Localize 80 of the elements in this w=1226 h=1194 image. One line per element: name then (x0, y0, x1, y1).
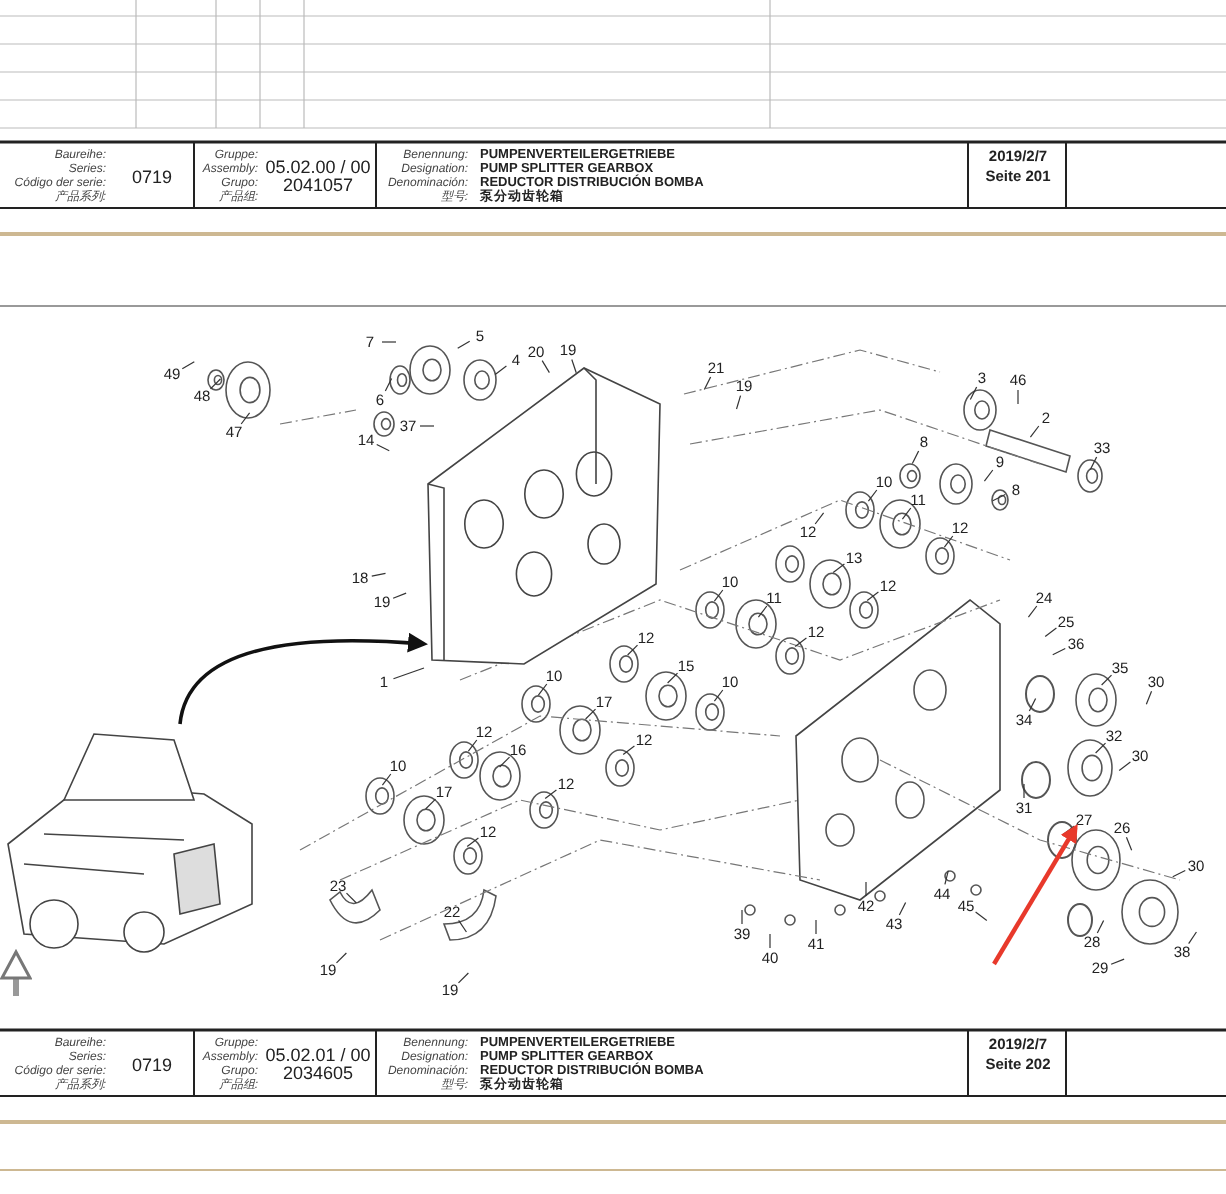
leader-line (969, 386, 978, 401)
field-value: 0719 (131, 169, 173, 187)
leader-line (571, 358, 577, 374)
leader-line (713, 589, 724, 602)
field-value: 05.02.00 / 00 (265, 159, 371, 177)
leader-line (457, 340, 471, 349)
leader-line (376, 443, 390, 452)
leader-line (392, 592, 407, 599)
leader-line (1145, 690, 1153, 705)
leader-line (901, 507, 912, 520)
leader-line (865, 881, 867, 897)
curved-arrow (178, 632, 428, 725)
leader-line (544, 789, 557, 799)
leader-line (541, 359, 550, 374)
leader-line (1118, 761, 1131, 771)
leader-line (458, 919, 468, 933)
leader-line (181, 361, 195, 370)
leader-line (381, 341, 397, 343)
field-value: 2034605 (282, 1065, 354, 1083)
leader-line (457, 972, 469, 984)
leader-line (240, 412, 251, 425)
leader-line (1044, 627, 1057, 637)
leader-line (741, 909, 743, 925)
leader-line (384, 377, 393, 392)
field-value: 2041057 (282, 177, 354, 195)
leader-line (1062, 825, 1075, 835)
leader-line (392, 667, 425, 680)
leader-line (1028, 697, 1037, 712)
leader-line (757, 605, 768, 618)
leader-line (419, 425, 435, 427)
gearbox-housing-drawing (424, 364, 664, 668)
leader-line (815, 919, 817, 935)
leader-line (943, 535, 954, 548)
leader-line (1110, 958, 1125, 965)
leader-line (794, 637, 807, 647)
leader-line (1096, 919, 1105, 934)
leader-line (537, 683, 548, 696)
leader-line (371, 572, 387, 577)
leader-line (1023, 783, 1025, 799)
leader-line (499, 756, 511, 768)
leader-line (983, 469, 994, 482)
leader-line (335, 952, 347, 964)
leader-line (975, 911, 988, 921)
leader-line (466, 837, 479, 847)
leader-line (381, 773, 392, 786)
hollow-arrow (0, 950, 32, 996)
leader-line (209, 378, 221, 390)
leader-line (585, 708, 597, 720)
field-value: 0719 (131, 1057, 173, 1075)
leader-line (425, 798, 437, 810)
leader-line (1052, 647, 1066, 656)
leader-line (494, 365, 507, 375)
leader-line (713, 689, 724, 702)
leader-line (1027, 605, 1038, 618)
leader-line (1089, 456, 1098, 471)
leader-line (1017, 389, 1019, 405)
leader-line (898, 901, 907, 916)
leader-line (992, 493, 1006, 502)
leader-line (867, 489, 878, 502)
leader-line (627, 644, 639, 656)
leader-line (735, 394, 742, 410)
leader-line (703, 376, 712, 391)
leader-line (814, 512, 825, 525)
leader-line (667, 672, 679, 684)
leader-line (1029, 425, 1040, 438)
leader-line (1095, 742, 1107, 754)
leader-line (1172, 869, 1186, 878)
leader-line (911, 450, 920, 465)
leader-line (345, 892, 357, 904)
leader-line (832, 563, 845, 573)
leader-line (944, 870, 949, 885)
leader-line (1101, 674, 1113, 686)
leader-line (1188, 931, 1197, 945)
leader-line (467, 739, 478, 752)
pointer-arrow (992, 824, 1078, 966)
leader-line (1125, 836, 1133, 851)
leader-line (622, 745, 635, 755)
field-value: 05.02.01 / 00 (265, 1047, 371, 1065)
leader-line (866, 591, 879, 601)
leader-line (769, 933, 771, 949)
